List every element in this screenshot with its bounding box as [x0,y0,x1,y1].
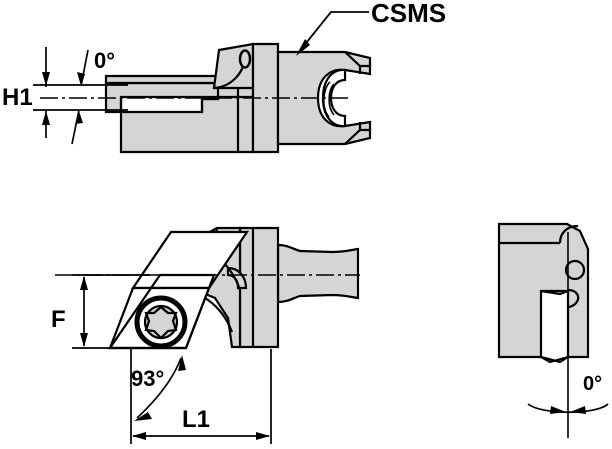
angle-93-upper-arrowhead [178,355,186,371]
f-dimension-label: F [51,306,66,333]
csms-leader-line [297,11,369,54]
top-zero-upper-arrowhead [77,72,85,86]
angle-93-lower-arrowhead [134,412,152,421]
l1-right-arrowhead [256,432,270,440]
top-view-zero-degree-angle: 0° [71,48,115,145]
side-zero-right-arrowhead [570,406,586,414]
clamp-inner-arc-2 [328,83,335,116]
torx-star-icon [144,305,178,340]
f-dimension: F [51,274,150,349]
csms-callout-label: CSMS [371,0,446,28]
top-view-boss-hole [238,49,252,69]
angle-93-label: 93° [131,366,164,391]
top-zero-lower-arrowhead [75,111,83,124]
side-view-notch-top-edge [540,289,569,296]
side-view-notch-bottom-edge [540,355,569,364]
side-view-hole [564,259,586,281]
h1-lower-arrowhead [42,111,50,125]
top-zero-degree-label: 0° [94,48,115,73]
csms-leader-arrowhead [296,39,310,56]
front-view: F 93° L1 [51,226,360,444]
ninety-three-degree-angle: 93° [131,355,186,421]
side-view-zero-degree-angle: 0° [527,373,609,414]
side-zero-arc [527,403,609,414]
h1-dimension-label: H1 [2,84,33,111]
side-zero-left-arrowhead [550,406,566,414]
f-upper-arrowhead [80,276,88,290]
side-zero-degree-label: 0° [583,373,602,395]
l1-left-arrowhead [132,432,146,440]
side-view: 0° [497,222,609,438]
csms-callout: CSMS [296,0,446,56]
f-lower-arrowhead [80,333,88,347]
top-view: H1 0° CSMS [2,0,446,154]
l1-dimension-label: L1 [182,406,210,433]
l1-dimension: L1 [130,349,272,444]
h1-upper-arrowhead [42,72,50,86]
front-view-shank [276,243,360,304]
side-view-notch [539,289,570,364]
angle-93-arc [136,357,182,419]
side-view-corner-fillet [558,224,579,244]
